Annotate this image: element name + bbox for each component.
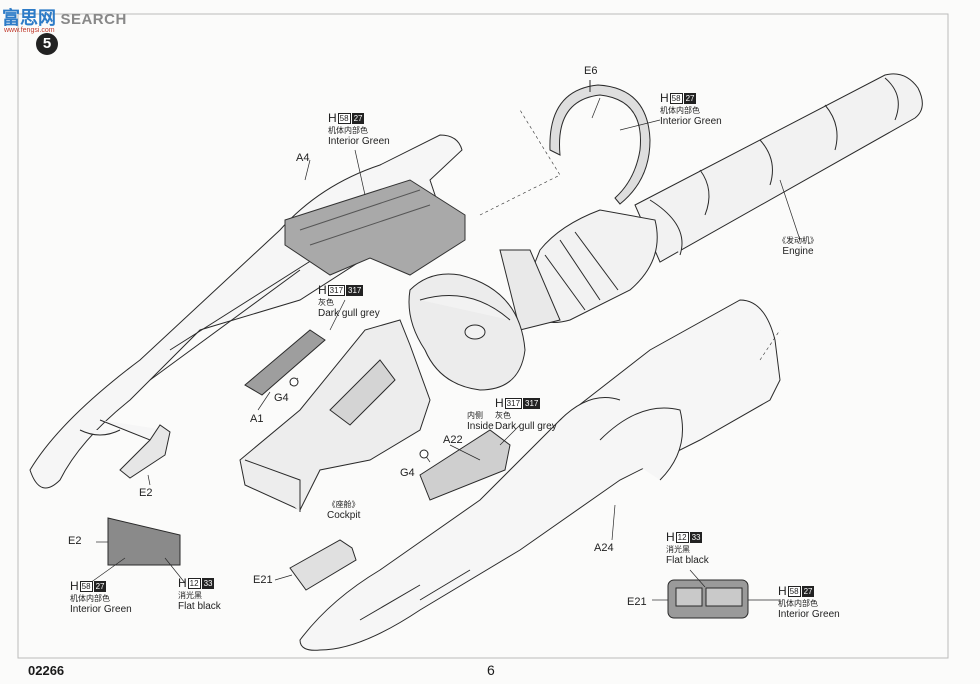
e6-ring bbox=[549, 84, 651, 205]
engine bbox=[408, 73, 923, 391]
a1-panel bbox=[244, 329, 326, 396]
cockpit-caption: 《座舱》 Cockpit bbox=[327, 500, 360, 522]
engine-caption-en: Engine bbox=[782, 246, 814, 257]
logo-url: www.fengsi.com bbox=[4, 27, 55, 34]
right-fuselage bbox=[299, 299, 781, 651]
product-code: 02266 bbox=[28, 663, 65, 678]
engine-caption: 《发动机》 Engine bbox=[778, 236, 818, 258]
part-label-a1: A1 bbox=[250, 413, 264, 425]
logo-search-text: SEARCH bbox=[60, 11, 127, 28]
e2-part bbox=[119, 424, 171, 479]
part-label-e6: E6 bbox=[584, 65, 598, 77]
step-badge: 5 bbox=[36, 33, 58, 55]
engine-caption-cn: 《发动机》 bbox=[778, 236, 818, 245]
cockpit-tub bbox=[239, 319, 431, 512]
part-label-g4-right: G4 bbox=[400, 467, 415, 479]
part-label-a4: A4 bbox=[296, 152, 310, 164]
part-label-a24: A24 bbox=[594, 542, 614, 554]
site-logo: 富思网 SEARCH bbox=[2, 4, 127, 30]
a22-panel bbox=[419, 429, 511, 501]
part-label-e21-inset: E21 bbox=[627, 596, 647, 608]
part-label-g4-left: G4 bbox=[274, 392, 289, 404]
cockpit-caption-en: Cockpit bbox=[327, 510, 361, 521]
page-frame bbox=[17, 13, 949, 659]
e21-part bbox=[289, 539, 357, 591]
e2-inset bbox=[107, 517, 181, 566]
part-label-a22: A22 bbox=[443, 434, 463, 446]
logo-chars: 富思网 bbox=[2, 8, 56, 28]
part-label-e2-inset: E2 bbox=[68, 535, 82, 547]
bay-panel bbox=[284, 179, 466, 276]
page-number: 6 bbox=[487, 662, 495, 678]
part-label-e21: E21 bbox=[253, 574, 273, 586]
step-number: 5 bbox=[42, 35, 52, 52]
cockpit-caption-cn: 《座舱》 bbox=[327, 500, 360, 509]
part-label-e2: E2 bbox=[139, 487, 153, 499]
